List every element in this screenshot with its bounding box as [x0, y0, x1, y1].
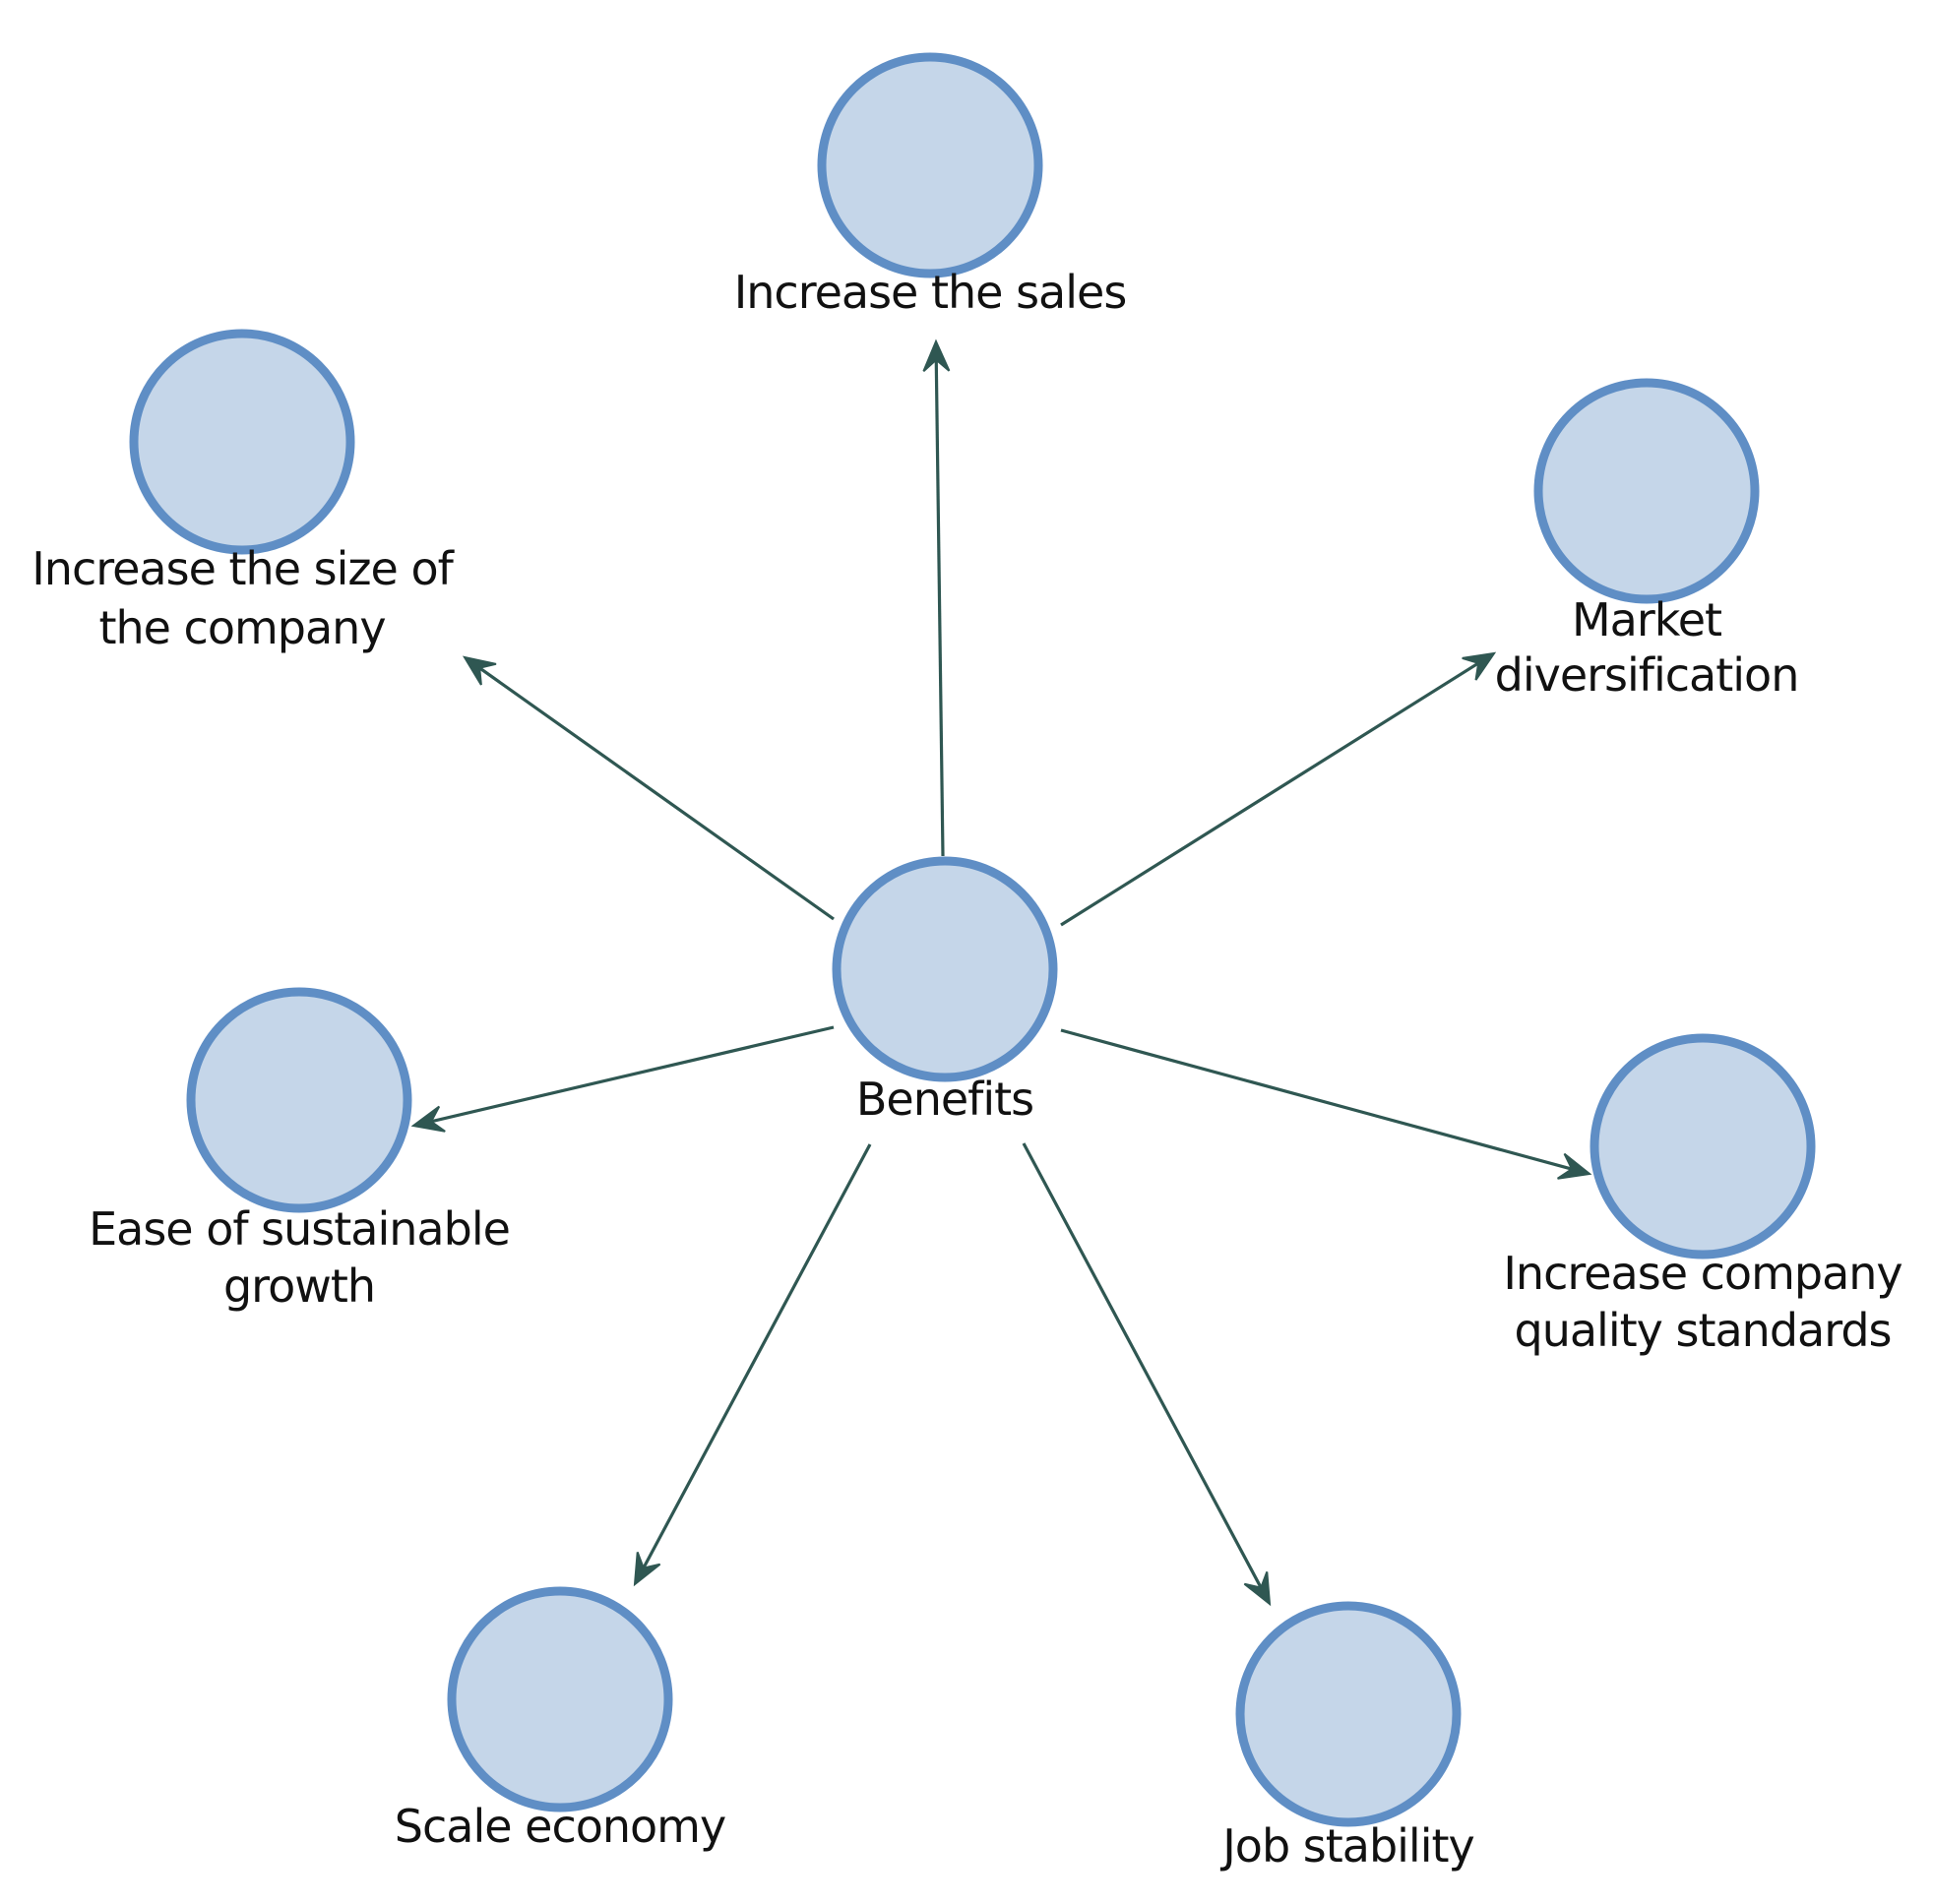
node-label-market-line-1: Market: [1572, 593, 1721, 646]
node-label-sales: Increase the sales: [734, 266, 1127, 319]
arrowhead: [1462, 651, 1497, 681]
node-circle: [1590, 1033, 1816, 1259]
node-size: [129, 329, 355, 555]
arrowhead: [462, 655, 497, 686]
edge-benefits-to-scale: [633, 1143, 872, 1587]
node-label-quality-line-1: Increase company: [1503, 1247, 1902, 1300]
node-scale: [447, 1586, 673, 1812]
node-benefits: [832, 856, 1058, 1082]
node-circle: [1235, 1601, 1462, 1827]
edge-benefits-to-size: [462, 655, 835, 921]
arrowhead: [1243, 1571, 1272, 1607]
edge-benefits-to-sales: [922, 338, 951, 857]
arrowhead: [410, 1105, 446, 1133]
labels-layer: Benefits Increase the salesMarketdiversif…: [31, 266, 1902, 1873]
edge-line: [1022, 1142, 1269, 1600]
edge-benefits-to-sustainable: [410, 1025, 835, 1133]
node-sales: [817, 52, 1043, 278]
node-label-job: Job stability: [1219, 1819, 1474, 1873]
node-label-benefits: Benefits: [856, 1073, 1033, 1126]
node-label-sustainable-line-2: growth: [223, 1259, 375, 1313]
edge-line: [468, 659, 835, 921]
node-quality: [1590, 1033, 1816, 1259]
edge-line: [636, 1143, 872, 1580]
node-circle: [186, 987, 412, 1213]
edge-line: [1060, 654, 1490, 927]
edge-line: [1060, 1028, 1585, 1174]
arrowhead: [1557, 1152, 1592, 1180]
edge-benefits-to-job: [1022, 1142, 1272, 1607]
arrowhead: [633, 1552, 661, 1587]
node-job: [1235, 1601, 1462, 1827]
node-circle: [447, 1586, 673, 1812]
edge-line: [934, 346, 945, 857]
node-circle: [1533, 378, 1760, 604]
edge-line: [418, 1025, 835, 1127]
node-circle: [832, 856, 1058, 1082]
node-market: [1533, 378, 1760, 604]
edge-benefits-to-market: [1060, 651, 1497, 927]
edges-layer: [410, 338, 1592, 1607]
node-sustainable: [186, 987, 412, 1213]
node-label-size-line-1: Increase the size of: [31, 542, 455, 595]
node-label-size-line-2: the company: [98, 601, 385, 654]
node-label-sustainable-line-1: Ease of sustainable: [89, 1202, 510, 1256]
node-circle: [817, 52, 1043, 278]
node-circle: [129, 329, 355, 555]
node-label-quality-line-2: quality standards: [1515, 1304, 1892, 1357]
nodes-layer: [129, 52, 1816, 1827]
edge-benefits-to-quality: [1060, 1028, 1592, 1180]
node-label-scale: Scale economy: [395, 1800, 725, 1853]
arrowhead: [922, 338, 951, 372]
node-label-market-line-2: diversification: [1495, 648, 1799, 702]
